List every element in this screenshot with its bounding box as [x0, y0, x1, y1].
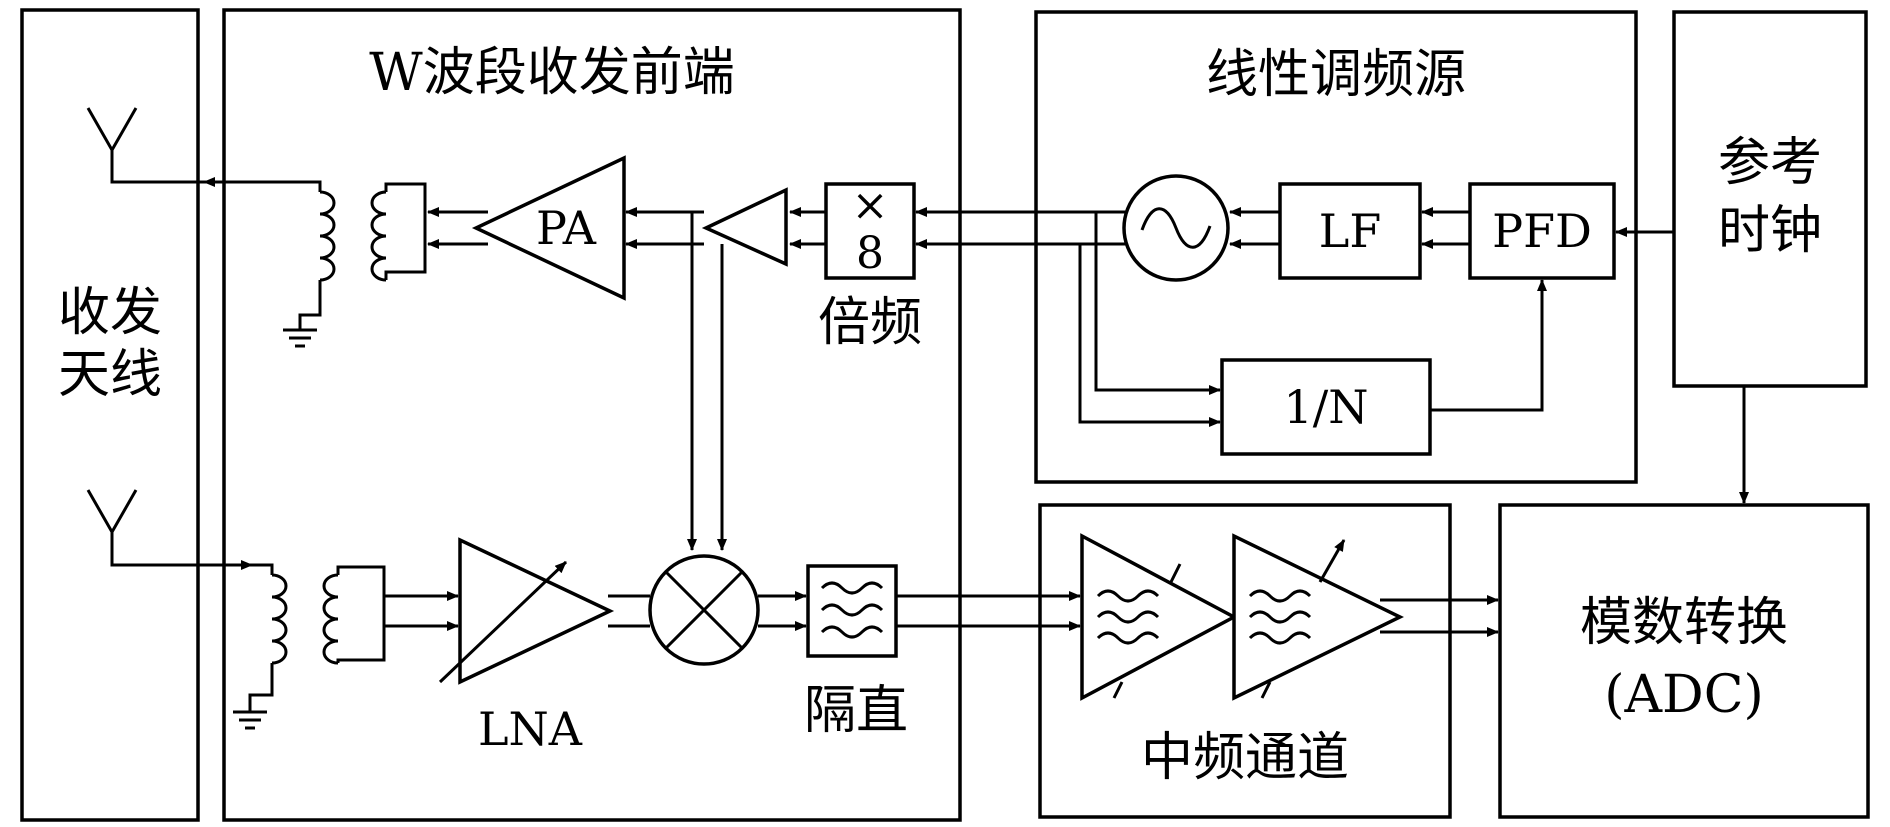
antenna-block-label-1: 收发 [58, 283, 162, 343]
ref-clock-label-1: 参考 [1718, 133, 1822, 193]
tx-driver-amplifier [701, 187, 788, 267]
pfd-label: PFD [1492, 204, 1592, 258]
vco-oscillator-icon [1122, 174, 1230, 282]
pfd-block: PFD [1468, 182, 1616, 280]
tx-transformer-icon [224, 180, 427, 348]
adc-label-1: 模数转换 [1580, 593, 1788, 653]
dc-block-filter: 隔直 [804, 564, 908, 741]
lna-amplifier: LNA [438, 537, 615, 756]
antenna-block: 收发 天线 [20, 8, 200, 822]
lfm-source-title: 线性调频源 [1206, 45, 1466, 105]
front-end-block: W波段收发前端 [222, 8, 962, 822]
if-filter-amplifier-2 [1232, 533, 1404, 701]
adc-label-2: (ADC) [1604, 665, 1764, 725]
divider-to-pfd-wire [1430, 279, 1547, 412]
ref-clock-label-2: 时钟 [1718, 201, 1822, 261]
divider-block: 1/N [1220, 358, 1432, 456]
lf-label: LF [1319, 204, 1381, 258]
feedback-wire-1 [1094, 212, 1221, 395]
multiplier-block: × 8 倍频 [818, 180, 922, 353]
feedback-wire-2 [1078, 244, 1221, 427]
rx-antenna-icon [86, 489, 253, 570]
pa-amplifier: PA [471, 155, 626, 301]
rx-transformer-icon [233, 563, 386, 730]
multiplier-caption: 倍频 [818, 293, 922, 353]
dc-block-caption: 隔直 [804, 681, 908, 741]
front-end-title: W波段收发前端 [369, 43, 734, 103]
divider-label: 1/N [1283, 380, 1368, 434]
tx-antenna-icon [86, 107, 224, 187]
pa-label: PA [536, 201, 597, 255]
adc-block: 模数转换 (ADC) [1498, 503, 1870, 819]
if-channel-title: 中频通道 [1141, 728, 1349, 788]
multiplier-symbol: × [852, 180, 889, 231]
multiplier-value: 8 [856, 228, 884, 279]
mixer-icon [648, 554, 760, 666]
if-filter-amplifier-1 [1080, 533, 1238, 701]
lna-label: LNA [478, 702, 583, 756]
lf-block: LF [1278, 182, 1422, 280]
ref-clock-block: 参考 时钟 [1672, 10, 1868, 388]
antenna-block-label-2: 天线 [58, 345, 162, 405]
